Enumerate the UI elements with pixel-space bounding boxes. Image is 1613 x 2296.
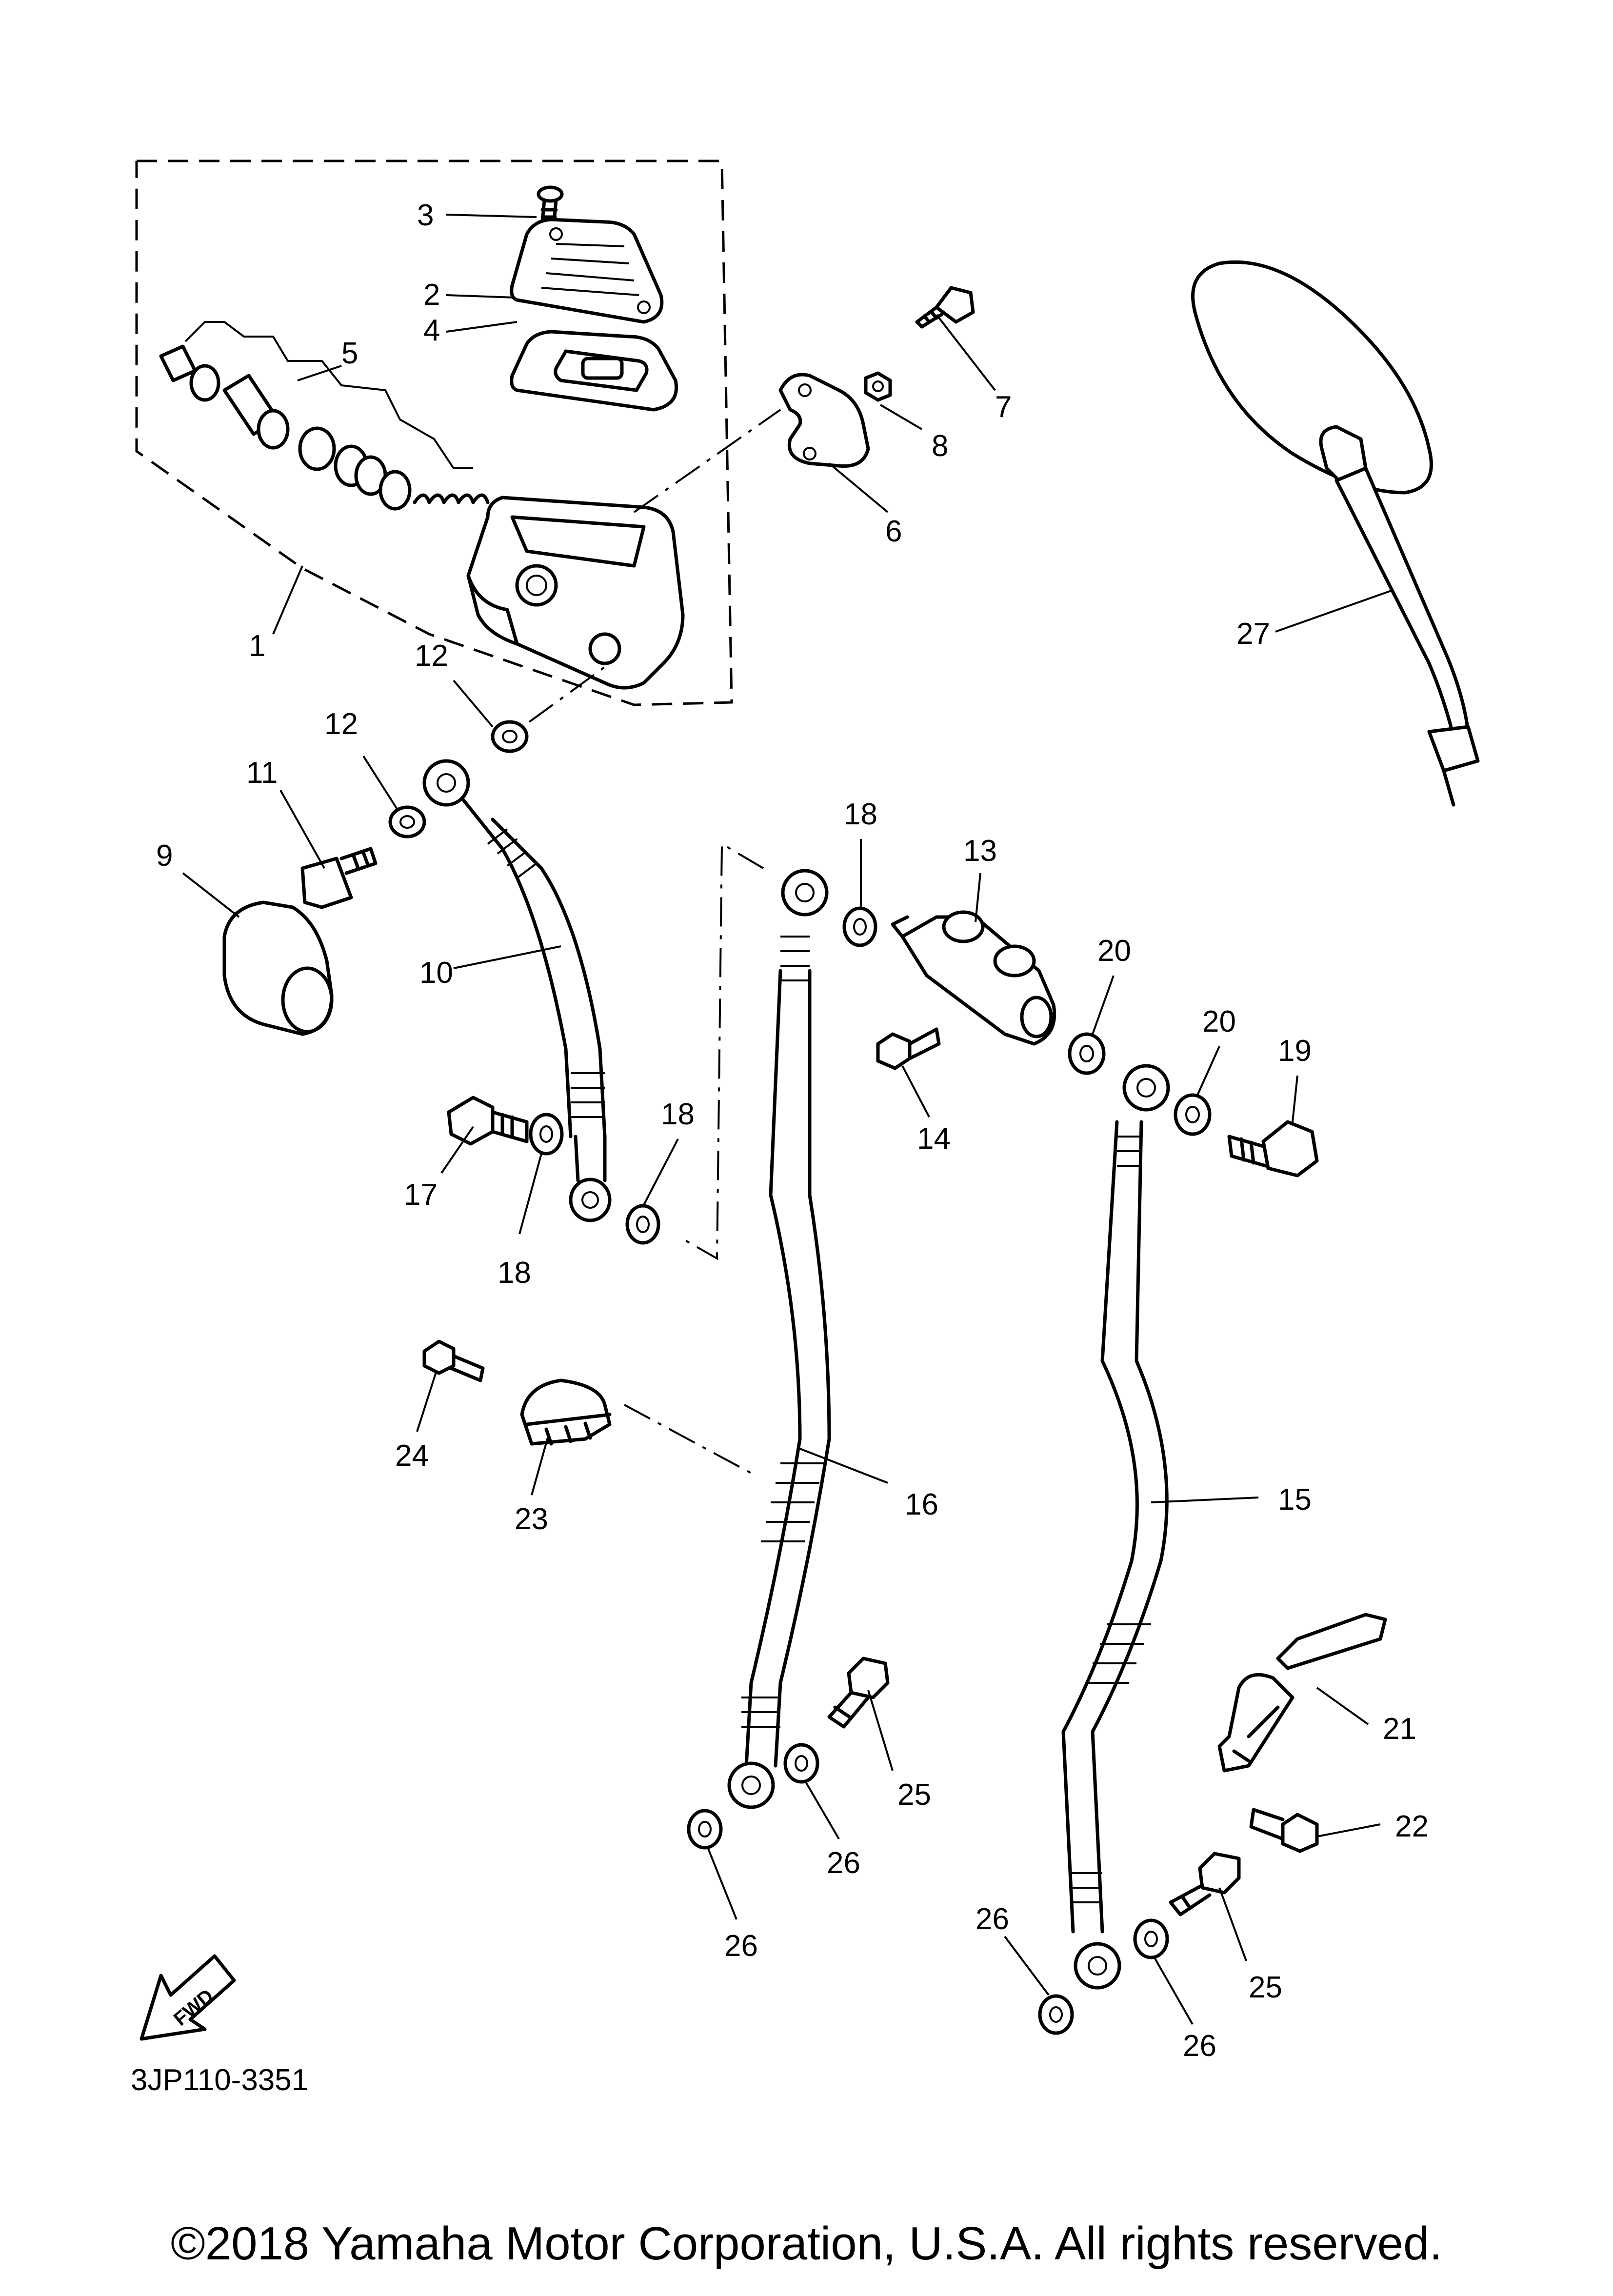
callout-26b: 26	[724, 1929, 758, 1963]
part-bracket-21	[1217, 1613, 1387, 1773]
part-reservoir-cap-2	[510, 218, 664, 324]
callout-19: 19	[1278, 1034, 1312, 1068]
part-mirror-27	[1191, 260, 1480, 807]
callout-26a: 26	[827, 1846, 860, 1880]
part-union-bolt-19	[1227, 1120, 1319, 1178]
callout-15: 15	[1278, 1483, 1312, 1517]
part-washer-12b	[388, 805, 426, 839]
master-cylinder-group	[135, 160, 733, 706]
diagram-code: 3JP110-3351	[131, 2063, 308, 2097]
part-cap-9	[222, 900, 334, 1036]
callout-25b: 25	[1249, 1971, 1282, 2004]
callout-24: 24	[395, 1439, 429, 1473]
callout-9: 9	[156, 839, 173, 873]
part-clamp-6	[778, 373, 870, 468]
part-brake-hose-15	[1061, 1064, 1170, 1990]
part-washer-18c	[842, 906, 877, 947]
callout-26c: 26	[976, 1902, 1009, 1936]
callout-26d: 26	[1183, 2029, 1216, 2063]
part-washer-26d	[1133, 1918, 1169, 1959]
part-master-cylinder-1	[466, 496, 685, 690]
part-washer-26b	[687, 1809, 723, 1850]
part-clamp-23	[520, 1378, 752, 1474]
part-union-bolt-17	[447, 1096, 529, 1146]
part-bolt-14	[876, 1027, 941, 1070]
part-brake-hose-16	[682, 842, 831, 1809]
part-washer-20b	[1174, 1093, 1212, 1136]
part-screw-3	[537, 185, 564, 224]
callout-1: 1	[249, 629, 265, 663]
part-washer-26a	[783, 1743, 819, 1784]
leader-lines	[182, 214, 1393, 2025]
callout-18a: 18	[498, 1256, 531, 1290]
callout-3: 3	[417, 199, 434, 232]
callout-17: 17	[404, 1178, 438, 1212]
callout-12a: 12	[415, 639, 448, 673]
part-bolt-25a	[827, 1657, 890, 1729]
callout-18c: 18	[844, 798, 877, 831]
part-joint-13	[891, 910, 1056, 1046]
callout-12b: 12	[324, 707, 358, 741]
part-piston-kit-5	[159, 321, 490, 511]
part-union-bolt-11	[300, 847, 378, 909]
callout-labels: 1 2 3 4 5 6 7 8 12 12 11 9 10 17 18 18 1…	[156, 199, 1429, 2063]
callout-10: 10	[419, 956, 453, 990]
fwd-arrow-icon: FWD	[139, 1954, 236, 2041]
part-diaphragm-4	[510, 330, 678, 412]
part-bolt-7	[915, 286, 975, 329]
callout-22: 22	[1395, 1810, 1429, 1843]
callout-23: 23	[515, 1502, 548, 1536]
part-washer-18b	[625, 1204, 660, 1245]
copyright-notice: ©2018 Yamaha Motor Corporation, U.S.A. A…	[170, 2217, 1443, 2270]
callout-7: 7	[995, 390, 1012, 424]
callout-20a: 20	[1097, 934, 1131, 968]
part-brake-hose-10	[422, 759, 612, 1222]
callout-20b: 20	[1202, 1005, 1236, 1038]
callout-21: 21	[1383, 1712, 1416, 1746]
callout-4: 4	[423, 314, 440, 347]
part-bolt-24	[422, 1339, 485, 1382]
part-washer-26c	[1038, 1994, 1074, 2035]
part-washer-12a	[491, 720, 529, 753]
callout-16: 16	[905, 1488, 938, 1521]
part-washer-20a	[1068, 1032, 1106, 1075]
callout-14: 14	[917, 1122, 951, 1156]
callout-27: 27	[1236, 617, 1270, 651]
callout-11: 11	[246, 756, 278, 790]
callout-5: 5	[341, 337, 358, 370]
callout-25a: 25	[897, 1778, 931, 1812]
part-washer-18a	[529, 1113, 564, 1156]
part-bolt-22	[1249, 1808, 1319, 1853]
callout-18b: 18	[661, 1098, 695, 1131]
callout-13: 13	[963, 834, 997, 868]
callout-2: 2	[423, 278, 440, 312]
callout-8: 8	[932, 429, 948, 463]
part-bolt-25b	[1169, 1852, 1241, 1917]
part-nut-8	[864, 371, 892, 402]
callout-6: 6	[885, 515, 902, 548]
